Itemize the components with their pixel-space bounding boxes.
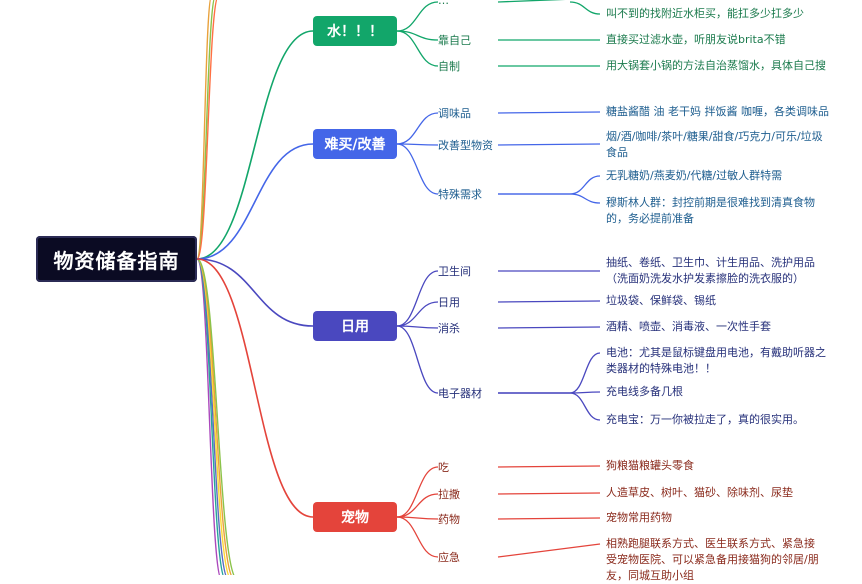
branch-to-sub-line	[396, 516, 439, 520]
sub-to-leaf-line	[497, 143, 601, 146]
branch-to-sub-line	[396, 143, 439, 146]
sub-to-leaf-line	[497, 0, 566, 3]
leaf-pet-medicine: 宠物常用药物	[606, 511, 672, 524]
leaf-battery: 电池：尤其是鼠标键盘用电池，有戴助听器之类器材的特殊电池！！	[606, 346, 826, 375]
branch-to-sub-line	[396, 143, 439, 195]
sub-pet-emergency[interactable]: 应急	[438, 551, 460, 564]
branch-to-sub-line	[396, 516, 439, 558]
leaf-daily-use: 垃圾袋、保鲜袋、锡纸	[606, 294, 716, 307]
sub-daily-use[interactable]: 日用	[438, 296, 460, 309]
leaf-powerbank: 充电宝：万一你被拉走了，真的很实用。	[606, 413, 804, 426]
branch-to-sub-line	[396, 30, 439, 67]
leaf-special-halal: 穆斯林人群：封控前期是很难找到清真食物的，务必提前准备	[606, 196, 815, 225]
sub-to-leaf-line	[569, 352, 601, 394]
sub-to-leaf-line	[497, 465, 601, 468]
branch-daily[interactable]: 日用	[313, 311, 397, 341]
leaf-pet-food: 狗粮猫粮罐头零食	[606, 459, 694, 472]
leaf-cable: 充电线多备几根	[606, 385, 683, 398]
offscreen-branch-line	[196, 258, 221, 575]
root-to-daily-line	[196, 258, 314, 327]
root-node[interactable]: 物资储备指南	[36, 236, 197, 282]
root-to-hard-line	[196, 143, 314, 260]
leaf-water-buy: 叫不到的找附近水柜买，能扛多少扛多少	[606, 7, 804, 20]
offscreen-branch-line	[196, 258, 235, 575]
branch-to-sub-line	[396, 325, 439, 329]
root-to-pet-line	[196, 258, 314, 518]
leaf-bathroom: 抽纸、卷纸、卫生巾、计生用品、洗护用品（洗面奶洗发水护发素擦脸的洗衣服的）	[606, 256, 815, 285]
sub-electronics[interactable]: 电子器材	[438, 387, 482, 400]
sub-self[interactable]: 靠自己	[438, 34, 471, 47]
sub-disinfect[interactable]: 消杀	[438, 322, 460, 335]
sub-to-leaf-line	[497, 326, 601, 329]
sub-to-leaf-line	[569, 193, 601, 204]
root-to-water-line	[196, 30, 314, 260]
branch-to-sub-line	[396, 112, 439, 145]
sub-improve[interactable]: 改善型物资	[438, 139, 493, 152]
branch-to-sub-line	[396, 325, 439, 394]
sub-water-top[interactable]: …	[438, 0, 449, 7]
leaf-water-distill: 用大锅套小锅的方法自治蒸馏水，具体自己搜	[606, 59, 826, 72]
leaf-water-filter: 直接买过滤水壶，听朋友说brita不错	[606, 33, 786, 46]
sub-to-leaf-line	[569, 392, 601, 421]
offscreen-branch-line	[196, 0, 218, 260]
sub-pet-medicine[interactable]: 药物	[438, 513, 460, 526]
leaf-pet-waste: 人造草皮、树叶、猫砂、除味剂、尿垫	[606, 486, 793, 499]
branch-to-sub-line	[396, 1, 439, 32]
offscreen-branch-line	[196, 258, 233, 575]
sub-to-leaf-line	[497, 492, 601, 495]
branch-to-sub-line	[396, 270, 439, 327]
sub-to-leaf-line	[497, 111, 601, 114]
offscreen-branch-line	[196, 0, 215, 260]
leaf-improve: 烟/酒/咖啡/茶叶/糖果/甜食/巧克力/可乐/垃圾食品	[606, 130, 823, 159]
leaf-pet-emergency: 相熟跑腿联系方式、医生联系方式、紧急接受宠物医院、可以紧急备用接猫狗的邻居/朋友…	[606, 537, 819, 582]
sub-to-leaf-line	[569, 1, 601, 15]
leaf-disinfect: 酒精、喷壶、消毒液、一次性手套	[606, 320, 771, 333]
sub-to-leaf-line	[497, 300, 601, 303]
branch-to-sub-line	[396, 466, 439, 518]
sub-special[interactable]: 特殊需求	[438, 188, 482, 201]
sub-homemade[interactable]: 自制	[438, 60, 460, 73]
leaf-special-lactose: 无乳糖奶/燕麦奶/代糖/过敏人群特需	[606, 169, 783, 182]
branch-water[interactable]: 水！！！	[313, 16, 397, 46]
sub-to-leaf-line	[497, 517, 601, 520]
leaf-seasoning: 糖盐酱醋 油 老干妈 拌饭酱 咖喱，各类调味品	[606, 105, 829, 118]
sub-to-leaf-line	[569, 175, 601, 195]
branch-to-sub-line	[396, 493, 439, 518]
sub-to-leaf-line	[497, 543, 601, 558]
branch-to-sub-line	[396, 301, 439, 327]
sub-pet-waste[interactable]: 拉撒	[438, 488, 460, 501]
branch-pet[interactable]: 宠物	[313, 502, 397, 532]
sub-seasoning[interactable]: 调味品	[438, 107, 471, 120]
sub-bathroom[interactable]: 卫生间	[438, 265, 471, 278]
sub-pet-food[interactable]: 吃	[438, 461, 449, 474]
branch-hard-to-buy[interactable]: 难买/改善	[313, 129, 397, 159]
